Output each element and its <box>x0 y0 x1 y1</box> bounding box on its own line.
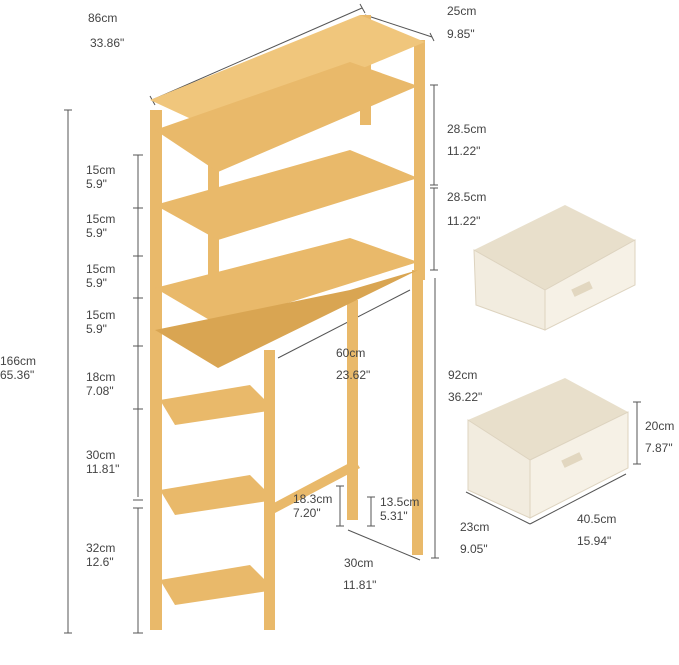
top-gap-1-cm: 28.5cm <box>447 122 487 136</box>
side-gap-cm: 30cm <box>86 448 116 462</box>
side-gap-in: 5.9" <box>86 322 107 336</box>
rear-bar-height-cm: 13.5cm <box>380 495 420 509</box>
inner-height-cm: 92cm <box>448 368 478 382</box>
side-gap-cm: 15cm <box>86 212 116 226</box>
box-height-cm: 20cm <box>645 419 675 433</box>
side-gap-in: 5.9" <box>86 177 107 191</box>
side-gap-cm: 15cm <box>86 308 116 322</box>
leg-depth-in: 11.81" <box>343 578 377 592</box>
overall-height-cm: 166cm <box>0 354 37 368</box>
dimension-lines <box>64 3 641 634</box>
side-gap-in: 11.81" <box>86 462 120 476</box>
side-gap-in: 5.9" <box>86 276 107 290</box>
overall-width-cm: 86cm <box>88 11 118 25</box>
overall-width-in: 33.86" <box>90 36 125 50</box>
side-gap-in: 12.6" <box>86 555 114 569</box>
box-depth-in: 9.05" <box>460 542 488 556</box>
overall-depth-cm: 25cm <box>447 4 477 18</box>
box-width-in: 15.94" <box>577 534 612 548</box>
side-gap-cm: 32cm <box>86 541 116 555</box>
bamboo-shelf <box>150 15 425 630</box>
inner-height-in: 36.22" <box>448 390 483 404</box>
box-width-cm: 40.5cm <box>577 512 617 526</box>
side-gap-in: 5.9" <box>86 226 107 240</box>
box-depth-cm: 23cm <box>460 520 490 534</box>
storage-box-bottom <box>467 378 629 519</box>
storage-box-top <box>473 205 636 331</box>
side-gap-in: 7.08" <box>86 384 114 398</box>
top-gap-2-cm: 28.5cm <box>447 190 487 204</box>
inner-width-cm: 60cm <box>336 346 366 360</box>
leg-depth-cm: 30cm <box>344 556 374 570</box>
front-bar-height-in: 7.20" <box>293 506 321 520</box>
side-gap-cm: 15cm <box>86 262 116 276</box>
side-gap-cm: 15cm <box>86 163 116 177</box>
overall-depth-in: 9.85" <box>447 27 475 41</box>
side-gap-cm: 18cm <box>86 370 116 384</box>
inner-width-in: 23.62" <box>336 368 371 382</box>
overall-height-in: 65.36" <box>0 368 35 382</box>
rear-bar-height-in: 5.31" <box>380 509 408 523</box>
box-height-in: 7.87" <box>645 441 673 455</box>
top-gap-1-in: 11.22" <box>447 144 481 158</box>
front-bar-height-cm: 18.3cm <box>293 492 333 506</box>
top-gap-2-in: 11.22" <box>447 214 481 228</box>
